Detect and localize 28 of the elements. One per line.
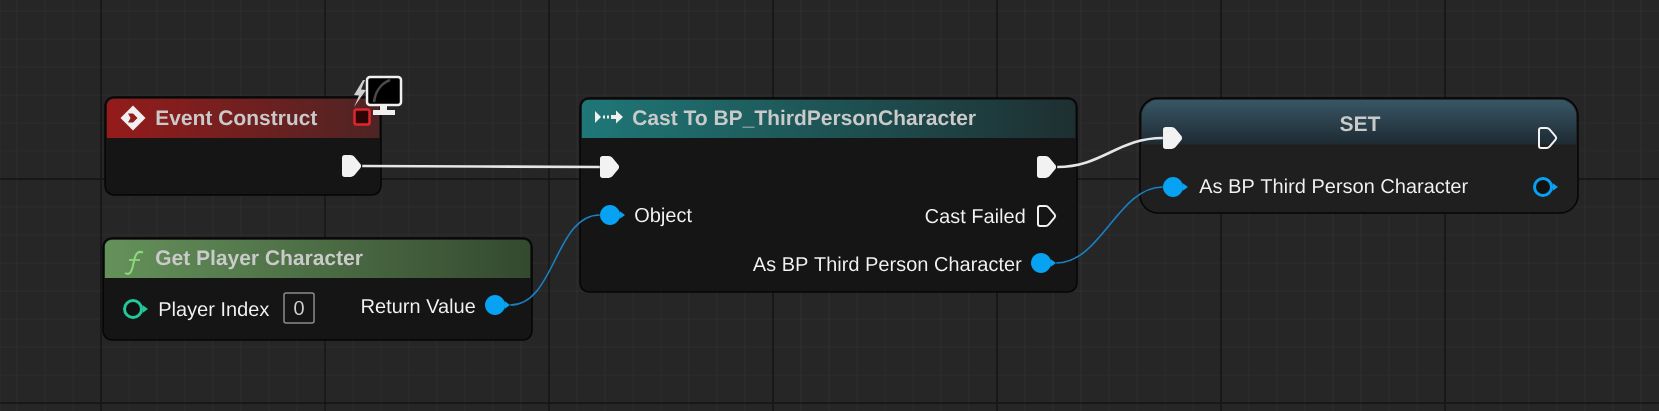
data-pin <box>123 299 148 319</box>
exec-pin <box>1163 127 1183 149</box>
data-pin <box>600 205 625 225</box>
connection-wire <box>509 214 601 306</box>
node-title: SET <box>1340 116 1381 132</box>
pin-label: As BP Third Person Character <box>752 256 1022 272</box>
pin-label: Object <box>635 207 692 227</box>
input-field: 0 <box>283 292 315 324</box>
exec-pin <box>1037 156 1057 178</box>
exec-pin <box>1037 205 1057 227</box>
data-pin <box>1031 253 1056 273</box>
connection-wire <box>1055 186 1164 264</box>
connection-wire <box>1057 136 1163 169</box>
data-pin <box>1533 177 1558 197</box>
connection-wire <box>362 164 600 169</box>
pin-label: Player Index <box>159 301 270 321</box>
square-pin <box>353 108 371 126</box>
pin-label: As BP Third Person Character <box>1199 178 1468 194</box>
data-pin <box>485 295 510 315</box>
pin-label: Return Value <box>362 298 475 314</box>
node-title: Cast To BP_ThirdPersonCharacter <box>633 109 976 128</box>
exec-pin <box>342 155 362 177</box>
exec-pin <box>1538 127 1558 149</box>
data-pin <box>1163 177 1188 197</box>
exec-pin <box>600 156 620 178</box>
pin-label: Cast Failed <box>925 208 1025 224</box>
node-title: Event Construct <box>156 110 318 126</box>
node-title: Get Player Character <box>156 249 363 270</box>
